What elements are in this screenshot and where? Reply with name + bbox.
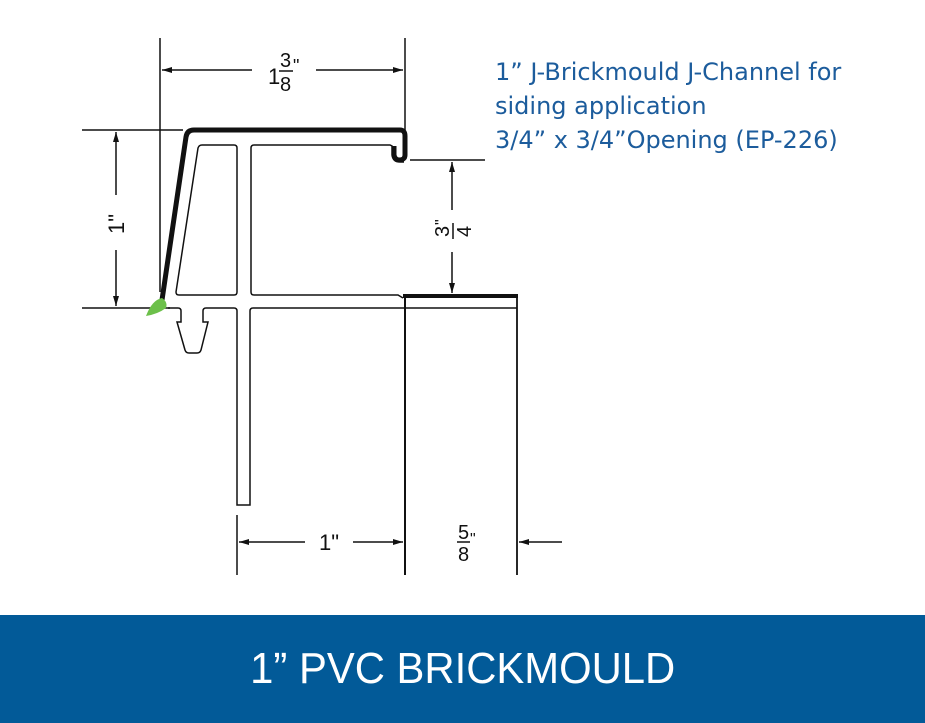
svg-text:": " [433,219,450,225]
profile-inner-lines [168,144,405,506]
svg-text:1": 1" [104,214,129,234]
title-banner: 1” PVC BRICKMOULD [0,615,925,723]
svg-text:3: 3 [280,50,291,72]
svg-text:4: 4 [454,226,476,237]
svg-text:5: 5 [458,522,469,544]
dim-top-width: 1 3 8 " [268,50,299,96]
brickmould-profile-drawing: 1 3 8 " 1" 3 4 " 1" 5 8 " [82,38,562,575]
svg-text:3: 3 [432,226,454,237]
banner-title: 1” PVC BRICKMOULD [249,644,676,693]
dim-left-height: 1" [104,214,129,234]
svg-text:1": 1" [319,530,339,555]
seal-bead [146,298,167,316]
svg-text:": " [470,531,476,548]
dimension-arrows [113,67,562,545]
dim-right-depth: 5 8 " [457,522,476,566]
dim-opening: 3 4 " [432,219,476,239]
profile-outer-face [159,127,408,301]
extension-lines [82,38,485,575]
svg-text:8: 8 [458,544,469,566]
svg-text:1: 1 [268,64,280,89]
description-line: 3/4” x 3/4”Opening (EP-226) [495,126,838,154]
svg-text:8: 8 [280,74,291,96]
description-line: siding application [495,92,707,120]
product-description: 1” J-Brickmould J-Channel for siding app… [495,55,841,157]
description-line: 1” J-Brickmould J-Channel for [495,58,842,86]
dim-bottom-leg: 1" [319,530,339,555]
adjacent-frame [403,294,518,575]
svg-text:": " [293,56,299,76]
